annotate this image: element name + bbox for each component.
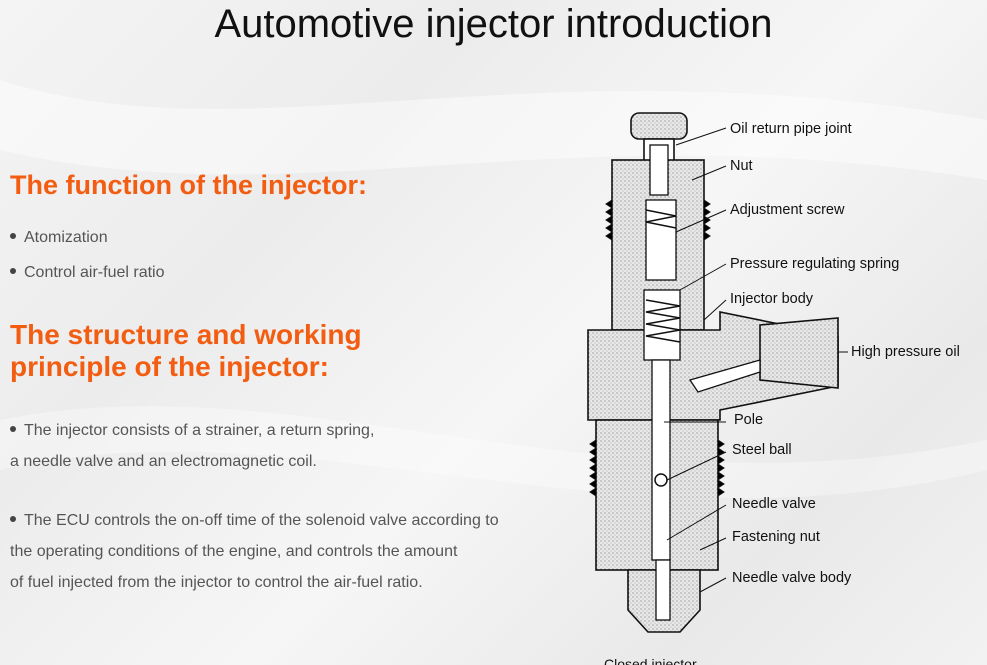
label-pole: Pole (734, 412, 764, 428)
diagram-caption: Closed injector (604, 656, 697, 665)
structure-paragraph-1: The injector consists of a strainer, a r… (10, 422, 375, 470)
label-injector-body: Injector body (730, 291, 814, 307)
function-bullet-atomization: Atomization (10, 229, 108, 247)
bullet-dot-icon (10, 515, 16, 522)
bullet-dot-icon (10, 425, 16, 432)
function-heading: The function of the injector: (10, 170, 367, 200)
label-nut: Nut (730, 158, 753, 174)
label-needle-valve: Needle valve (732, 496, 816, 512)
page-title: Automotive injector introduction (214, 2, 773, 46)
label-oil-return-pipe-joint: Oil return pipe joint (730, 121, 852, 137)
label-steel-ball: Steel ball (732, 442, 792, 458)
label-adjustment-screw: Adjustment screw (730, 202, 845, 218)
label-needle-valve-body: Needle valve body (732, 570, 852, 586)
label-fastening-nut: Fastening nut (732, 529, 820, 545)
label-high-pressure-oil: High pressure oil (851, 344, 960, 360)
structure-paragraph-2: The ECU controls the on-off time of the … (10, 512, 499, 591)
structure-heading: The structure and working principle of t… (10, 319, 362, 382)
label-pressure-regulating-spring: Pressure regulating spring (730, 256, 900, 272)
function-bullet-air-fuel: Control air-fuel ratio (10, 264, 165, 282)
return-joint-cap (630, 112, 688, 140)
bullet-dot-icon (10, 232, 16, 239)
bullet-dot-icon (10, 267, 16, 274)
